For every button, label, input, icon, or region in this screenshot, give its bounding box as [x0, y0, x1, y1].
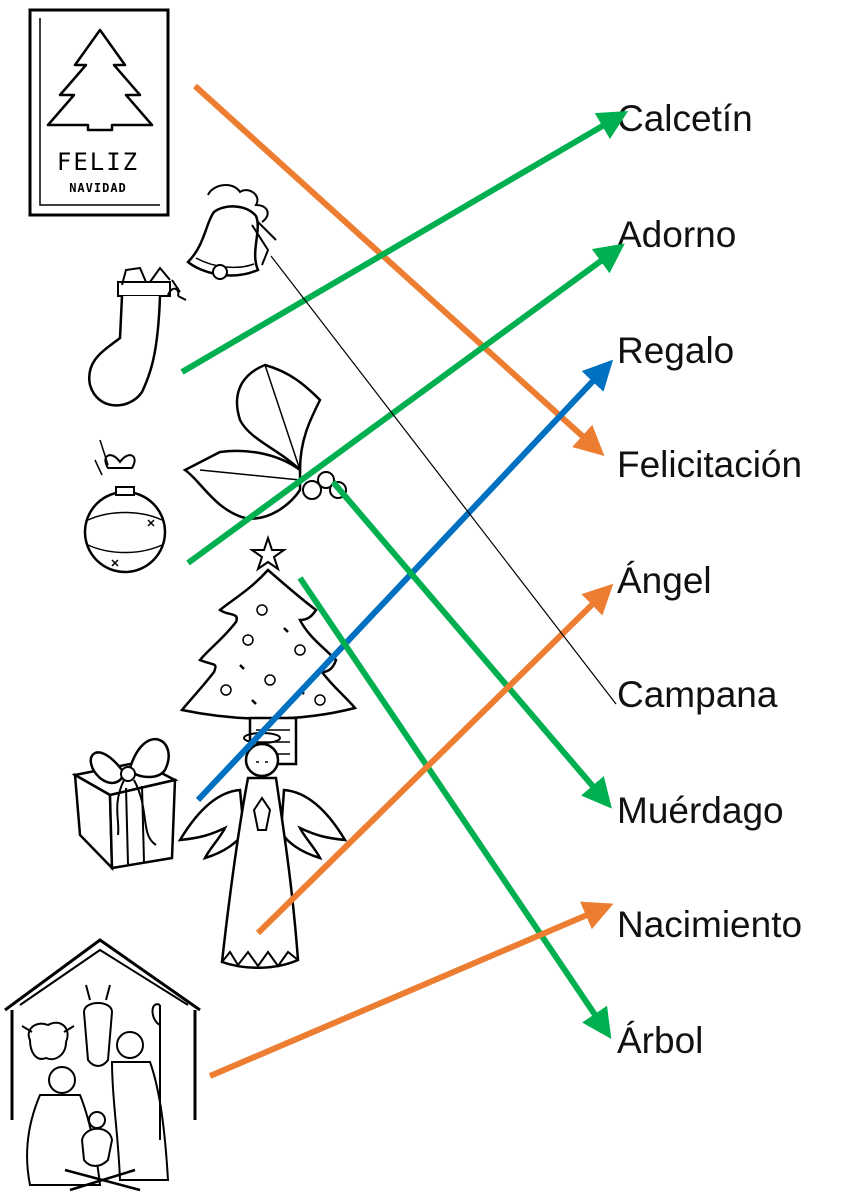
connection-angel-to-angel — [255, 583, 614, 936]
connection-ornament-to-adorno — [186, 243, 625, 566]
ornament-picture — [83, 439, 167, 574]
bell-picture — [186, 184, 277, 280]
word-angel: Ángel — [617, 560, 712, 601]
christmas-card-picture: FELIZ NAVIDAD — [28, 8, 170, 217]
angel-picture — [177, 732, 348, 970]
word-muerdago: Muérdago — [617, 790, 784, 831]
word-regalo: Regalo — [617, 330, 735, 371]
connection-nativity-to-nacimiento — [208, 901, 614, 1079]
word-felicitacion: Felicitación — [617, 444, 803, 485]
card-text-feliz: FELIZ — [57, 148, 139, 176]
connection-bell-to-campana — [270, 255, 617, 705]
connection-stocking-to-calcetin — [180, 110, 629, 375]
card-text-navidad: NAVIDAD — [69, 181, 127, 195]
connection-holly-to-muerdago — [330, 480, 612, 809]
word-nacimiento: Nacimiento — [617, 904, 803, 945]
connection-christmas-tree-to-arbol — [297, 576, 612, 1039]
connection-christmas-card-to-felicitacion — [192, 83, 605, 457]
nativity-picture — [4, 938, 201, 1192]
stocking-picture — [87, 266, 187, 407]
word-arbol: Árbol — [617, 1020, 704, 1061]
connection-gift-to-regalo — [195, 359, 614, 803]
word-campana: Campana — [617, 674, 778, 715]
word-calcetin: Calcetín — [617, 98, 753, 139]
word-adorno: Adorno — [617, 214, 737, 255]
gift-picture — [71, 737, 179, 872]
